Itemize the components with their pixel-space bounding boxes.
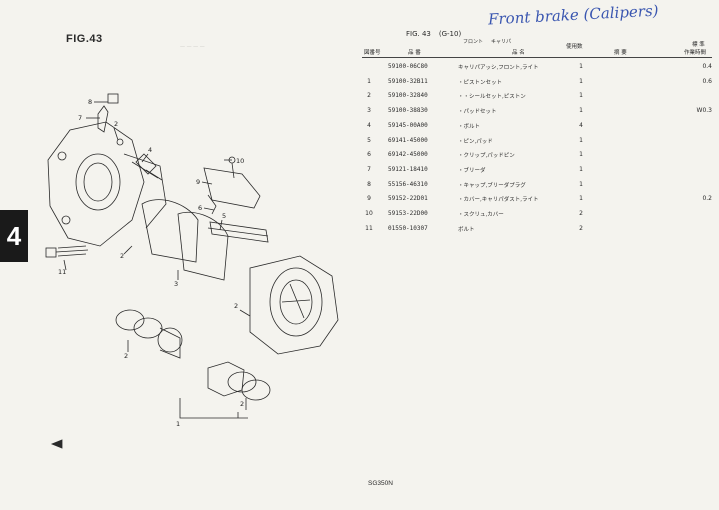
description-cell: ボルト: [458, 226, 475, 233]
header-name: 品 名: [512, 50, 525, 56]
work-time-cell: 0.4: [702, 63, 712, 70]
quantity-cell: 4: [579, 121, 583, 129]
part-number-cell: 59152-22D01: [388, 195, 428, 203]
ref-no-cell: 7: [367, 165, 371, 173]
work-time-cell: 0.2: [702, 195, 712, 203]
part-number-cell: 01550-10307: [388, 224, 428, 232]
figure-subtitle-2: キャリパ: [491, 39, 512, 45]
table-row: 11 01550-10307 ボルト 2: [362, 222, 712, 236]
description-cell: ・・シールセット,ピストン: [458, 94, 526, 101]
description-cell: ・ピン,パッド: [458, 138, 493, 145]
quantity-cell: 1: [579, 195, 583, 203]
ref-no-cell: 9: [367, 195, 371, 203]
header-standard: 標 準: [692, 42, 705, 48]
exploded-caliper-diagram: 87 2 4 10 9 6 5 2 3 2 11 2 1 2: [45, 93, 339, 449]
callout-6: 9: [196, 178, 200, 186]
footer-model: SG350N: [368, 480, 393, 487]
ref-no-cell: 4: [367, 121, 371, 129]
table-row: 59100-06C80 キャリパアッシ,フロント,ライト 1 0.4: [362, 60, 712, 74]
header-ref-no: 図番号: [364, 50, 381, 56]
description-cell: ・クリップ,パッドピン: [458, 153, 515, 160]
ref-no-cell: 1: [367, 77, 371, 85]
ref-no-cell: 6: [367, 151, 371, 159]
quantity-cell: 1: [579, 107, 583, 115]
description-cell: ・ブリーダ: [458, 167, 486, 174]
quantity-cell: 1: [579, 151, 583, 159]
callout-11: 2: [234, 302, 238, 310]
callout-5: 10: [236, 157, 244, 165]
callout-7: 6: [198, 204, 202, 212]
table-row: 7 59121-18410 ・ブリーダ 1: [362, 163, 712, 177]
part-number-cell: 59145-00A00: [388, 121, 428, 129]
description-cell: ・パッドセット: [458, 109, 497, 116]
table-row: 4 59145-00A00 ・ボルト 4: [362, 119, 712, 133]
figure-ref: FIG. 43: [406, 30, 431, 38]
chapter-tab: 4: [0, 210, 28, 262]
part-number-cell: 59121-18410: [388, 165, 428, 173]
quantity-cell: 1: [579, 136, 583, 144]
header-remarks: 摘 要: [614, 50, 627, 56]
quantity-cell: 2: [579, 210, 583, 217]
part-number-cell: 59153-22D00: [388, 210, 428, 217]
part-number-cell: 59100-38830: [388, 107, 428, 115]
ref-no-cell: 11: [365, 224, 373, 232]
description-cell: ・スクリュ,カバー: [458, 212, 504, 218]
quantity-cell: 2: [579, 224, 583, 232]
quantity-cell: 1: [579, 165, 583, 173]
description-cell: ・ボルト: [458, 123, 481, 130]
callout-14: 1: [176, 420, 180, 428]
header-part-no: 品 番: [408, 50, 421, 56]
quantity-cell: 1: [579, 77, 583, 85]
table-row: 1 59100-32B11 ・ピストンセット 1 0.6: [362, 75, 712, 89]
figure-heading: FIG. 43 (G-10): [406, 30, 461, 38]
part-number-cell: 59100-32B11: [388, 77, 428, 85]
callout-9: 2: [120, 252, 124, 260]
work-time-cell: 0.6: [702, 77, 712, 85]
part-number-cell: 59100-32840: [388, 92, 428, 100]
table-row: 10 59153-22D00 ・スクリュ,カバー 2: [362, 207, 712, 221]
figure-subtitle: フロント キャリパ: [463, 38, 519, 45]
table-row: 6 69142-45000 ・クリップ,パッドピン 1: [362, 148, 712, 162]
callout-1: 8: [88, 98, 92, 106]
header-qty: 使用数: [566, 44, 583, 50]
table-row: 5 69141-45000 ・ピン,パッド 1: [362, 134, 712, 148]
figure-subtitle-1: フロント: [463, 39, 484, 45]
description-cell: ・カバー,キャリパダスト,ライト: [458, 197, 539, 204]
description-cell: キャリパアッシ,フロント,ライト: [458, 65, 539, 71]
header-rule: [362, 57, 712, 58]
work-time-cell: W0.3: [696, 107, 712, 115]
callout-8: 5: [222, 212, 226, 220]
description-cell: ・ピストンセット: [458, 79, 503, 86]
table-row: 8 55156-46310 ・キャップ,ブリーダプラグ 1: [362, 178, 712, 192]
quantity-cell: 1: [579, 63, 583, 70]
part-number-cell: 69141-45000: [388, 136, 428, 144]
callout-4: 4: [148, 146, 152, 154]
quantity-cell: 1: [579, 180, 583, 188]
part-number-cell: 69142-45000: [388, 151, 428, 159]
ref-no-cell: 3: [367, 107, 371, 115]
ref-no-cell: 2: [367, 92, 371, 100]
figure-code: (G-10): [438, 30, 462, 38]
bleed-through: — — — —: [180, 44, 205, 50]
callout-10: 3: [174, 280, 178, 288]
part-number-cell: 55156-46310: [388, 180, 428, 188]
description-cell: ・キャップ,ブリーダプラグ: [458, 182, 526, 189]
quantity-cell: 1: [579, 92, 583, 100]
handwritten-note: Front brake (Calipers): [487, 1, 659, 29]
table-row: 2 59100-32840 ・・シールセット,ピストン 1: [362, 89, 712, 103]
callout-12: 11: [58, 268, 66, 276]
ref-no-cell: 8: [367, 180, 371, 188]
figure-label: FIG.43: [66, 33, 103, 45]
table-row: 9 59152-22D01 ・カバー,キャリパダスト,ライト 1 0.2: [362, 192, 712, 206]
callout-13: 2: [124, 352, 128, 360]
callout-2: 7: [78, 114, 82, 122]
ref-no-cell: 5: [367, 136, 371, 144]
callout-3: 2: [114, 120, 118, 128]
table-row: 3 59100-38830 ・パッドセット 1 W0.3: [362, 104, 712, 118]
ref-no-cell: 10: [365, 210, 373, 217]
callout-15: 2: [240, 400, 244, 408]
header-work-time: 作業時間: [684, 50, 707, 56]
part-number-cell: 59100-06C80: [388, 63, 428, 70]
